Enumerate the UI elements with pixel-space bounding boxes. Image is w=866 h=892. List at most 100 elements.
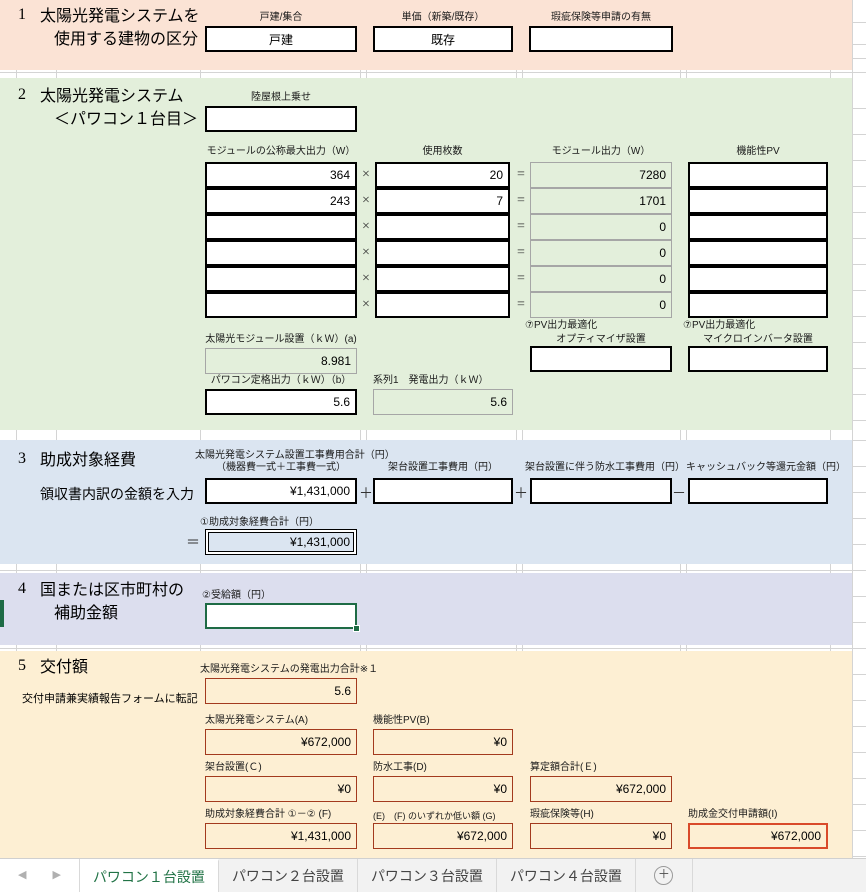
microinverter-input[interactable] bbox=[688, 346, 828, 372]
equals-operator-row4: = bbox=[517, 245, 525, 260]
functional-pv-input-row5[interactable] bbox=[688, 266, 828, 292]
section-4-title-line2: 補助金額 bbox=[54, 605, 119, 623]
module-max-input-row6[interactable] bbox=[205, 292, 357, 318]
sheet-tab-pawacon-2[interactable]: パワコン２台設置 bbox=[218, 859, 358, 892]
sheet-tab-pawacon-4[interactable]: パワコン４台設置 bbox=[496, 859, 636, 892]
field-b-label: 機能性PV(B) bbox=[373, 715, 430, 726]
equals-operator-row3: = bbox=[517, 219, 525, 234]
series1-output-label: 系列1 発電出力（ｋＷ） bbox=[373, 375, 489, 386]
module-max-output-header: モジュールの公称最大出力（W） bbox=[206, 146, 356, 157]
subsidy-total-label: ①助成対象経費合計（円） bbox=[200, 517, 319, 528]
equals-operator-row2: = bbox=[517, 193, 525, 208]
field-d-label: 防水工事(D) bbox=[373, 762, 427, 773]
multiply-operator-row5: × bbox=[362, 271, 370, 286]
defect-insurance-input[interactable] bbox=[529, 26, 673, 52]
total-output-value: 5.6 bbox=[205, 678, 357, 704]
field-a-label: 太陽光発電システム(A) bbox=[205, 715, 309, 726]
section-1-number: 1 bbox=[18, 6, 26, 23]
module-count-input-row3[interactable] bbox=[375, 214, 510, 240]
receipt-amount-label: ②受給額（円） bbox=[202, 590, 271, 601]
system-cost-input[interactable]: ¥1,431,000 bbox=[205, 478, 357, 504]
module-count-input-row2[interactable]: 7 bbox=[375, 188, 510, 214]
module-output-value-row2: 1701 bbox=[530, 188, 672, 214]
plus-operator-2: ＋ bbox=[514, 487, 528, 502]
field-f-label: 助成対象経費合計 ①－② (F) bbox=[205, 809, 332, 820]
sheet-tab-bar[interactable]: ◀ ▶ パワコン１台設置 パワコン２台設置 パワコン３台設置 パワコン４台設置 … bbox=[0, 858, 866, 892]
field-b-value: ¥0 bbox=[373, 729, 513, 755]
unit-price-label: 単価（新築/既存） bbox=[401, 12, 485, 23]
mount-cost-input[interactable] bbox=[373, 478, 513, 504]
pcs-rated-output-input[interactable]: 5.6 bbox=[205, 389, 357, 415]
defect-insurance-label: 瑕疵保険等申請の有無 bbox=[551, 12, 651, 23]
field-h-value: ¥0 bbox=[530, 823, 672, 849]
field-c-value: ¥0 bbox=[205, 776, 357, 802]
multiply-operator-row4: × bbox=[362, 245, 370, 260]
cashback-input[interactable] bbox=[688, 478, 828, 504]
section-2-number: 2 bbox=[18, 86, 26, 103]
module-max-input-row1[interactable]: 364 bbox=[205, 162, 357, 188]
next-sheet-arrow-icon[interactable]: ▶ bbox=[52, 869, 61, 881]
sheet-tab-pawacon-3[interactable]: パワコン３台設置 bbox=[357, 859, 497, 892]
module-max-input-row2[interactable]: 243 bbox=[205, 188, 357, 214]
selection-fill-handle[interactable] bbox=[353, 625, 360, 632]
receipt-amount-input[interactable] bbox=[205, 603, 357, 629]
field-i-label: 助成金交付申請額(I) bbox=[688, 809, 778, 820]
functional-pv-input-row6[interactable] bbox=[688, 292, 828, 318]
subsidy-total-value: ¥1,431,000 bbox=[205, 529, 357, 555]
multiply-operator-row3: × bbox=[362, 219, 370, 234]
system-cost-label-line2: （機器費一式＋工事費一式） bbox=[216, 462, 346, 473]
section-1-title-line1: 太陽光発電システムを bbox=[40, 8, 200, 25]
optimizer-top-label: ⑦PV出力最適化 bbox=[525, 320, 598, 331]
field-i-value: ¥672,000 bbox=[688, 823, 828, 849]
module-max-input-row4[interactable] bbox=[205, 240, 357, 266]
waterproof-cost-input[interactable] bbox=[530, 478, 672, 504]
sheet-nav-arrows[interactable]: ◀ ▶ bbox=[0, 859, 80, 892]
equals-operator-row1: = bbox=[517, 167, 525, 182]
field-f-value: ¥1,431,000 bbox=[205, 823, 357, 849]
module-install-kw-value: 8.981 bbox=[205, 348, 357, 374]
system-cost-label-line1: 太陽光発電システム設置工事費用合計（円） bbox=[195, 450, 395, 461]
mount-cost-label: 架台設置工事費用（円） bbox=[388, 462, 498, 473]
unit-price-input[interactable]: 既存 bbox=[373, 26, 513, 52]
module-count-input-row5[interactable] bbox=[375, 266, 510, 292]
functional-pv-input-row3[interactable] bbox=[688, 214, 828, 240]
module-max-input-row5[interactable] bbox=[205, 266, 357, 292]
optimizer-label: オプティマイザ設置 bbox=[556, 334, 646, 345]
optimizer-input[interactable] bbox=[530, 346, 672, 372]
module-max-input-row3[interactable] bbox=[205, 214, 357, 240]
building-type-label: 戸建/集合 bbox=[259, 12, 303, 23]
sheet-tab-pawacon-1[interactable]: パワコン１台設置 bbox=[79, 859, 219, 892]
cashback-label: キャッシュバック等還元金額（円） bbox=[686, 462, 846, 473]
waterproof-cost-label: 架台設置に伴う防水工事費用（円） bbox=[525, 462, 685, 473]
functional-pv-input-row4[interactable] bbox=[688, 240, 828, 266]
flat-roof-label: 陸屋根上乗せ bbox=[251, 92, 311, 103]
section-5-subtitle: 交付申請兼実績報告フォームに転記 bbox=[22, 693, 198, 705]
spreadsheet-canvas[interactable]: 1 太陽光発電システムを 使用する建物の区分 戸建/集合 戸建 単価（新築/既存… bbox=[0, 0, 866, 858]
multiply-operator-row1: × bbox=[362, 167, 370, 182]
minus-operator: － bbox=[672, 487, 686, 502]
total-output-label: 太陽光発電システムの発電出力合計※１ bbox=[200, 664, 379, 675]
add-sheet-button[interactable]: ＋ bbox=[635, 859, 693, 892]
section-3-title: 助成対象経費 bbox=[40, 452, 137, 469]
microinverter-label: マイクロインバータ設置 bbox=[703, 334, 813, 345]
section-2-title: 太陽光発電システム ＜パワコン１台目＞ bbox=[40, 85, 230, 131]
section-1-title-line2: 使用する建物の区分 bbox=[54, 31, 199, 49]
equals-operator-total: ＝ bbox=[186, 536, 200, 551]
section-4-number: 4 bbox=[18, 580, 26, 597]
functional-pv-input-row1[interactable] bbox=[688, 162, 828, 188]
module-count-input-row6[interactable] bbox=[375, 292, 510, 318]
functional-pv-input-row2[interactable] bbox=[688, 188, 828, 214]
module-count-input-row1[interactable]: 20 bbox=[375, 162, 510, 188]
section-4-band bbox=[0, 573, 852, 645]
prev-sheet-arrow-icon[interactable]: ◀ bbox=[18, 869, 27, 881]
flat-roof-input[interactable] bbox=[205, 106, 357, 132]
section-2-title-line1: 太陽光発電システム bbox=[40, 88, 184, 105]
module-count-input-row4[interactable] bbox=[375, 240, 510, 266]
section-5-title: 交付額 bbox=[40, 659, 89, 676]
field-e-label: 算定額合計(Ｅ) bbox=[530, 762, 597, 773]
module-output-value-row6: 0 bbox=[530, 292, 672, 318]
building-type-input[interactable]: 戸建 bbox=[205, 26, 357, 52]
module-count-header: 使用枚数 bbox=[422, 146, 463, 157]
multiply-operator-row6: × bbox=[362, 297, 370, 312]
module-output-value-row1: 7280 bbox=[530, 162, 672, 188]
